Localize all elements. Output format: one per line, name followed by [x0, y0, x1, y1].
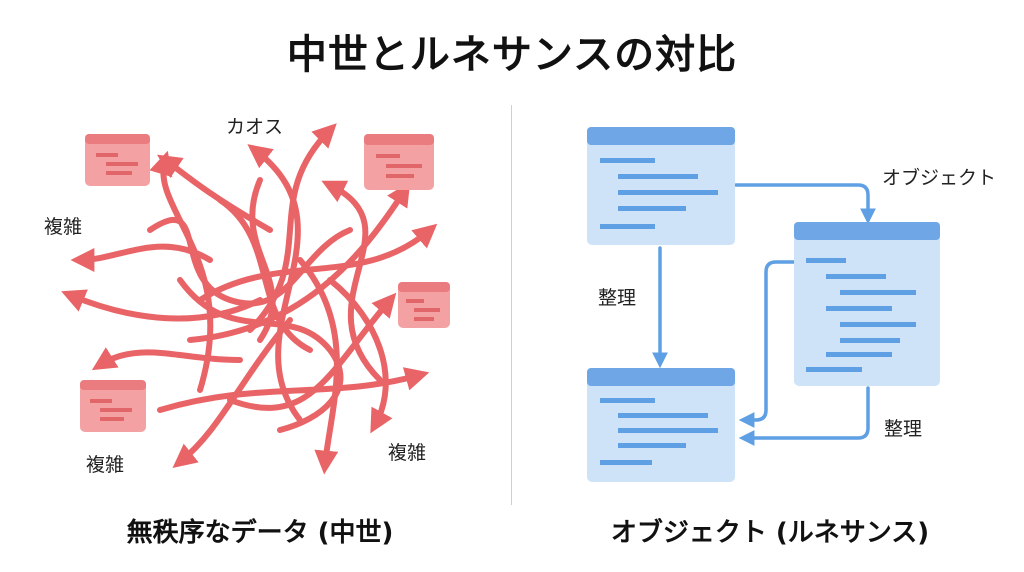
- chaos-arrow: [217, 197, 313, 353]
- complex-label-bottom-right: 複雑: [388, 442, 427, 464]
- chaos-arrow: [177, 277, 344, 433]
- chaos-arrow: [297, 257, 340, 475]
- chaos-card: [80, 380, 146, 432]
- object-arrow: [738, 386, 870, 446]
- left-caption: 無秩序なデータ (中世): [126, 518, 394, 548]
- chaos-arrow: [327, 277, 393, 434]
- object-card: [587, 368, 735, 482]
- object-label: オブジェクト: [882, 167, 997, 189]
- object-arrow: [734, 183, 876, 225]
- page-title: 中世とルネサンスの対比: [286, 32, 738, 78]
- object-card: [587, 127, 735, 245]
- chaos-card: [364, 134, 434, 190]
- complex-label-top-left: 複雑: [44, 216, 83, 238]
- object-card: [794, 222, 940, 386]
- chaos-arrows: [61, 123, 438, 475]
- chaos-arrow: [197, 223, 438, 303]
- organize-label-left: 整理: [598, 287, 637, 309]
- complex-label-bottom-left: 複雑: [86, 454, 125, 476]
- chaos-arrow: [157, 154, 273, 233]
- right-caption: オブジェクト (ルネサンス): [610, 518, 930, 548]
- chaos-card: [85, 134, 150, 186]
- chaos-arrow: [321, 180, 383, 383]
- center-divider: [511, 105, 512, 505]
- chaos-arrow: [172, 317, 293, 469]
- chaos-card: [398, 282, 450, 328]
- organize-label-right: 整理: [884, 418, 923, 440]
- object-arrows: [652, 183, 876, 446]
- chaos-arrow: [249, 177, 276, 343]
- chaos-arrow: [147, 216, 353, 307]
- chaos-label: カオス: [226, 116, 284, 138]
- object-arrow: [738, 260, 796, 428]
- chaos-arrow: [61, 289, 263, 322]
- chaos-arrow: [91, 347, 243, 371]
